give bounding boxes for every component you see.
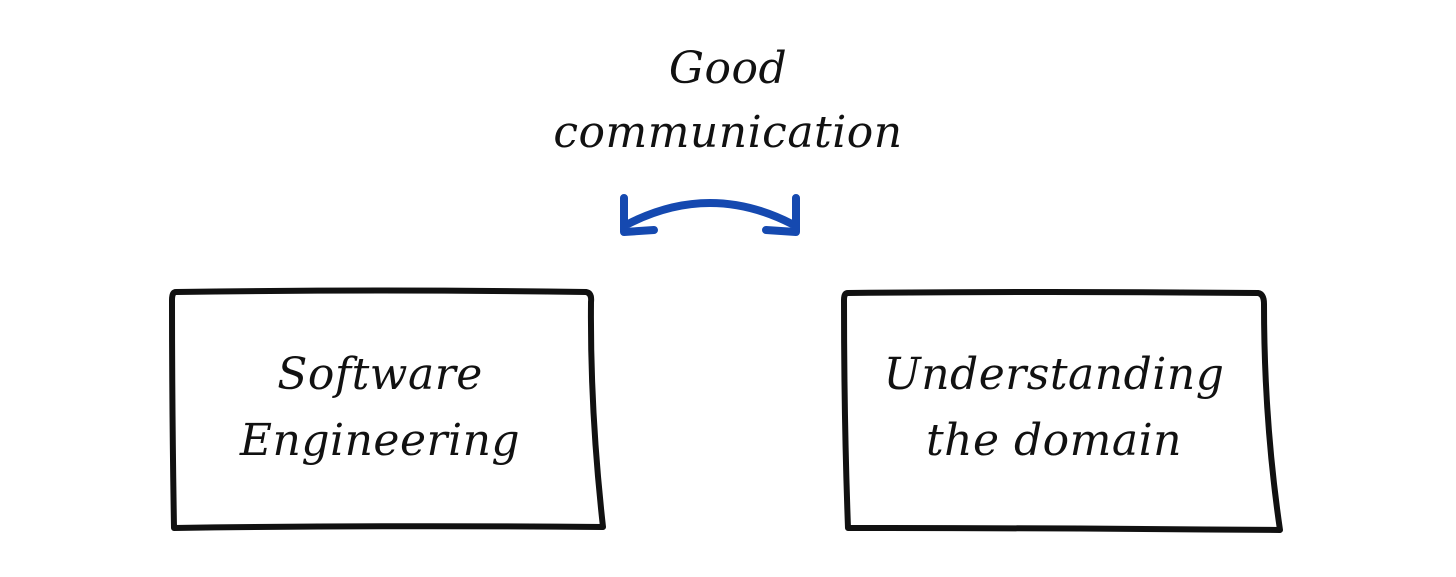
double-headed-curved-arrow-icon [620, 194, 800, 236]
understanding-domain-label: Understanding the domain [844, 342, 1264, 474]
left-box-line-2: Engineering [239, 415, 521, 466]
right-box-line-1: Understanding [883, 349, 1225, 400]
left-box-line-1: Software [277, 349, 483, 400]
software-engineering-label: Software Engineering [170, 342, 590, 474]
right-box-line-2: the domain [925, 415, 1183, 466]
arrow-curve [624, 199, 796, 228]
title-line-1: Good [668, 43, 788, 94]
arrow-head-right [762, 194, 800, 236]
title-line-2: communication [553, 107, 903, 158]
arrow-head-left [620, 194, 658, 236]
